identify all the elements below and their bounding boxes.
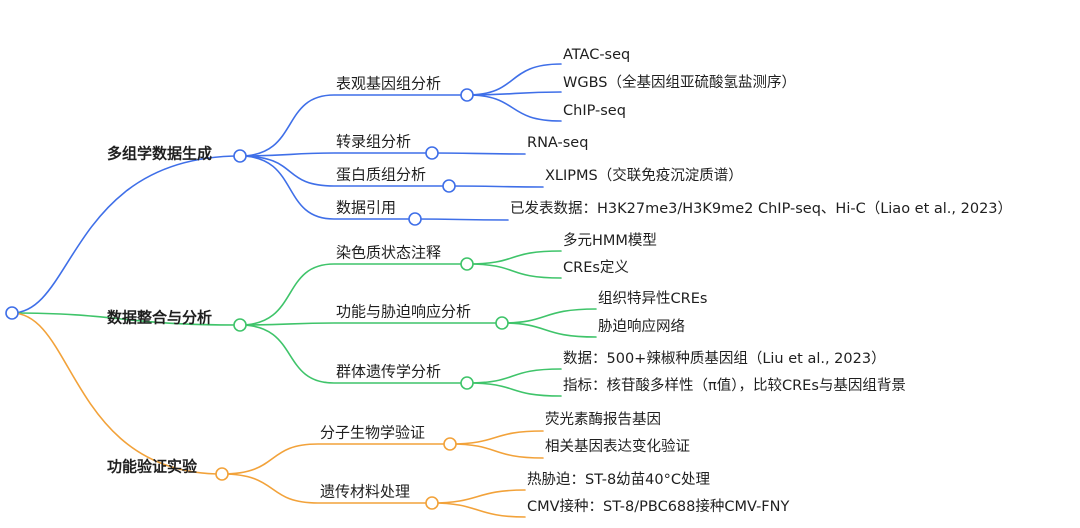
edge: [239, 152, 433, 157]
node-proteome[interactable]: [442, 179, 456, 193]
sub-label-transcriptome: 转录组分析: [336, 133, 411, 151]
branch-validation: 功能验证实验 分子生物学验证 遗传材料处理 荧光素酶报告基因 相关基因表达变化验…: [107, 411, 789, 518]
branch-label-validation: 功能验证实验: [107, 458, 198, 476]
edges-root: [11, 155, 241, 475]
branch-label-integration: 数据整合与分析: [107, 309, 212, 327]
node-epigenome[interactable]: [460, 88, 474, 102]
node-population-genetics[interactable]: [460, 376, 474, 390]
edge: [221, 473, 433, 504]
branch-integration: 数据整合与分析 染色质状态注释 功能与胁迫响应分析 群体遗传学分析 多元HMM模…: [107, 232, 906, 397]
sub-label-population-genetics: 群体遗传学分析: [336, 363, 441, 381]
node-transcriptome[interactable]: [425, 146, 439, 160]
node-branch-multiomics[interactable]: [233, 149, 247, 163]
leaf-stress-network: 胁迫响应网络: [598, 317, 685, 335]
edge-root-branch-2: [11, 312, 223, 475]
sub-label-proteome: 蛋白质组分析: [336, 166, 426, 184]
leaf-xlipms: XLIPMS（交联免疫沉淀质谱）: [545, 166, 743, 184]
edge: [466, 263, 562, 279]
edge: [221, 443, 451, 475]
edge: [239, 155, 450, 187]
leaf-germplasm-data: 数据：500+辣椒种质基因组（Liu et al., 2023）: [563, 350, 886, 367]
branch-multiomics: 多组学数据生成 表观基因组分析 转录组分析 蛋白质组分析 数据引用 ATAC-s…: [107, 47, 1012, 226]
edge: [239, 322, 503, 326]
edge: [466, 63, 562, 96]
leaf-cre-definition: CREs定义: [563, 259, 629, 276]
node-molecular-validation[interactable]: [443, 437, 457, 451]
node-data-citation[interactable]: [408, 212, 422, 226]
leaf-diversity-metric: 指标：核苷酸多样性（π值），比较CREs与基因组背景: [563, 376, 906, 394]
leaf-rna-seq: RNA-seq: [527, 135, 588, 151]
node-chromatin-state[interactable]: [460, 257, 474, 271]
edge: [448, 185, 544, 188]
edge: [431, 152, 526, 155]
leaf-cmv-inoculation: CMV接种：ST-8/PBC688接种CMV-FNY: [527, 498, 789, 515]
edge: [501, 322, 597, 338]
edge: [239, 94, 468, 157]
node-function-stress[interactable]: [495, 316, 509, 330]
sub-label-genetic-material: 遗传材料处理: [320, 483, 410, 501]
leaf-chip-seq: ChIP-seq: [563, 103, 626, 119]
edge: [449, 443, 544, 459]
node-root[interactable]: [5, 306, 19, 320]
node-genetic-material[interactable]: [425, 496, 439, 510]
leaf-wgbs: WGBS（全基因组亚硫酸氢盐测序）: [563, 73, 796, 91]
sub-label-chromatin-state: 染色质状态注释: [336, 244, 441, 262]
leaf-hmm-model: 多元HMM模型: [563, 232, 657, 249]
leaf-heat-stress: 热胁迫：ST-8幼苗40°C处理: [527, 471, 711, 488]
edge-root-branch-1: [11, 312, 241, 326]
sub-label-epigenome: 表观基因组分析: [336, 75, 441, 93]
edge: [431, 489, 526, 504]
edge: [239, 263, 468, 326]
edge: [466, 368, 562, 384]
node-branch-validation[interactable]: [215, 467, 229, 481]
edge: [466, 94, 562, 122]
leaf-tissue-specific-cres: 组织特异性CREs: [598, 290, 707, 307]
leaf-luciferase: 荧光素酶报告基因: [545, 411, 661, 428]
branch-label-multiomics: 多组学数据生成: [107, 145, 212, 163]
edge: [466, 250, 562, 265]
leaf-published-data: 已发表数据：H3K27me3/H3K9me2 ChIP-seq、Hi-C（Lia…: [510, 200, 1012, 217]
node-branch-integration[interactable]: [233, 318, 247, 332]
edge: [431, 502, 526, 518]
edge: [414, 218, 509, 221]
sub-label-function-stress: 功能与胁迫响应分析: [336, 303, 471, 321]
sub-label-data-citation: 数据引用: [336, 199, 396, 217]
edge: [239, 324, 468, 384]
edge-root-branch-0: [11, 155, 241, 314]
edge: [449, 430, 544, 445]
leaf-expression-validation: 相关基因表达变化验证: [545, 438, 690, 455]
edge: [501, 308, 597, 324]
edge: [239, 155, 416, 220]
edge: [466, 382, 562, 397]
leaf-atac-seq: ATAC-seq: [563, 47, 630, 63]
sub-label-molecular-validation: 分子生物学验证: [320, 424, 425, 442]
